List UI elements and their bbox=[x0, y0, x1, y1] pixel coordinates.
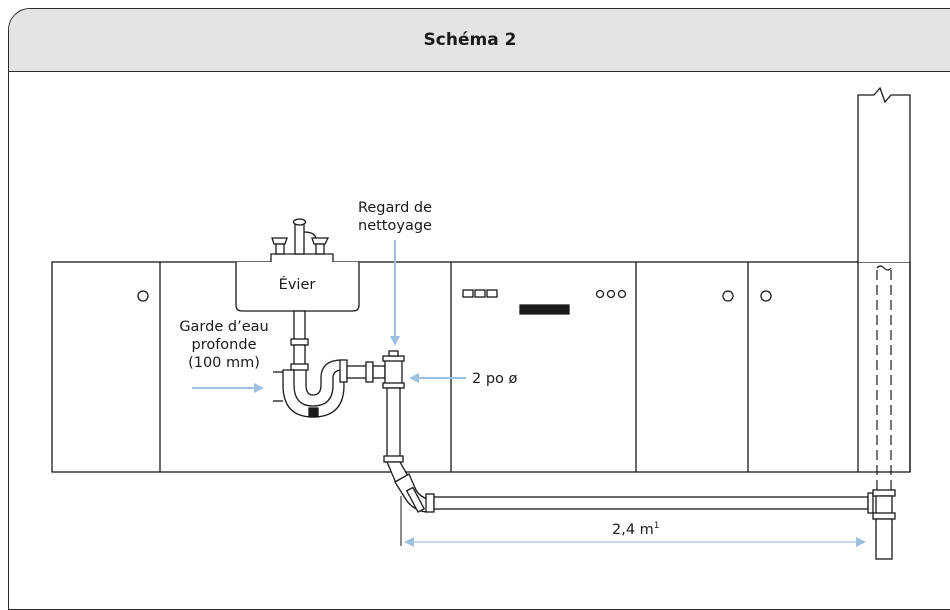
trap-arm bbox=[372, 365, 386, 379]
sanitary-tee bbox=[384, 357, 403, 387]
pipe-coupling bbox=[425, 493, 435, 513]
diagram-header: Schéma 2 bbox=[9, 9, 950, 72]
drain-pipe bbox=[386, 387, 401, 459]
dishwasher-button-icon bbox=[486, 289, 498, 298]
trap-seal-label: (100 mm) bbox=[188, 355, 260, 371]
trap-seal-label: Garde d’eau bbox=[179, 319, 268, 335]
tailpiece bbox=[293, 310, 306, 342]
trap-seal-markers bbox=[273, 371, 283, 402]
dishwasher-handle bbox=[519, 304, 570, 315]
cleanout-label: nettoyage bbox=[358, 218, 432, 234]
cabinet-knob-icon bbox=[137, 290, 149, 302]
dishwasher-button-icon bbox=[606, 289, 616, 299]
dishwasher-button-icon bbox=[462, 289, 474, 298]
distance-label: 2,4 m1 bbox=[612, 521, 660, 538]
tailpiece bbox=[293, 344, 306, 366]
drain-stack bbox=[875, 518, 893, 560]
cabinet-knob-icon bbox=[760, 290, 772, 302]
dishwasher-button-icon bbox=[595, 289, 605, 299]
cabinet-knob-icon bbox=[722, 290, 734, 302]
hidden-stack bbox=[876, 270, 892, 490]
stack-coupling bbox=[872, 512, 896, 520]
slip-nut bbox=[290, 338, 309, 346]
stack-coupling bbox=[872, 489, 896, 497]
trap-arm-coupling bbox=[339, 359, 348, 383]
dimension-line bbox=[400, 496, 866, 547]
horizontal-drain bbox=[433, 496, 869, 510]
pipe-coupling bbox=[383, 455, 404, 463]
slip-nut bbox=[290, 363, 309, 371]
trap-cleanout-plug bbox=[308, 407, 319, 418]
wall bbox=[857, 86, 911, 262]
diagram-title: Schéma 2 bbox=[423, 30, 517, 50]
cleanout-label: Regard de bbox=[358, 200, 432, 216]
cleanout-plug bbox=[388, 350, 399, 357]
pipe-size-label: 2 po ø bbox=[472, 371, 518, 387]
pipe-coupling bbox=[405, 486, 426, 513]
dishwasher-button-icon bbox=[474, 289, 486, 298]
diagram-frame: Schéma 2 bbox=[8, 8, 950, 610]
plumbing-diagram: Évier Regard de nettoyage Garde d’eau pr… bbox=[51, 86, 911, 560]
dishwasher-button-icon bbox=[617, 289, 627, 299]
tee-coupling bbox=[382, 382, 405, 389]
trap-seal-label: profonde bbox=[191, 337, 256, 353]
trap-arm-coupling bbox=[365, 361, 374, 383]
trap-arm bbox=[346, 365, 368, 379]
cleanout-cap bbox=[382, 355, 405, 362]
sink-label: Évier bbox=[279, 276, 316, 293]
faucet-icon bbox=[270, 218, 334, 262]
pipe-coupling bbox=[867, 492, 874, 514]
